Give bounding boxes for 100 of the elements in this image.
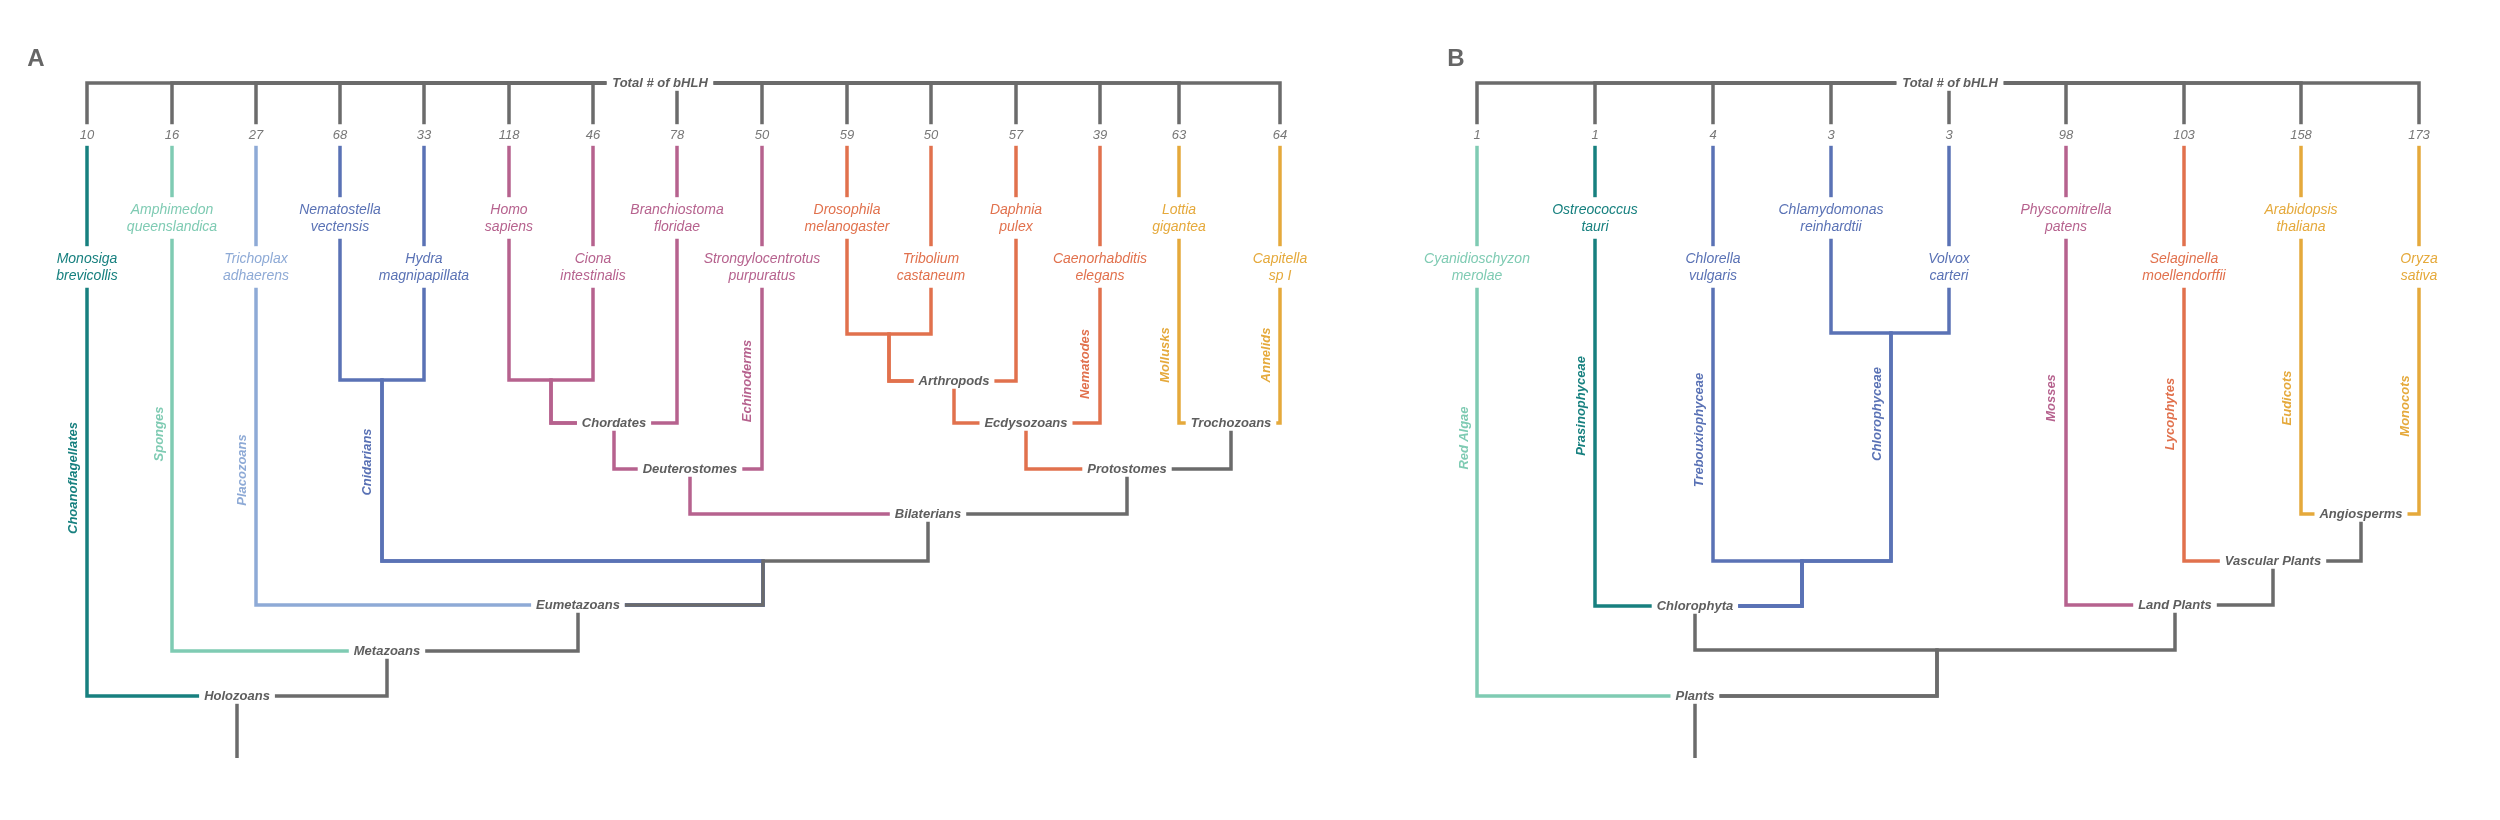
branch-line (1711, 145, 1715, 247)
clade-label: Land Plants (2133, 597, 2217, 613)
branch-line (1014, 145, 1018, 198)
count-label: 98 (2056, 124, 2076, 146)
species-name: Ostreococcus tauri (1550, 197, 1640, 239)
species-name: Caenorhabditis elegans (1050, 246, 1150, 288)
branch-line (591, 145, 595, 247)
branch-line (170, 238, 349, 653)
clade-name: Choanoflagellates (64, 422, 80, 534)
branch-line (760, 145, 764, 247)
branch-line (651, 238, 679, 425)
branch-line (675, 145, 679, 198)
clade-name: Annelids (1257, 327, 1273, 383)
branch-line (1947, 90, 1951, 125)
count-label: 57 (1006, 124, 1026, 146)
clade-label: Plants (1670, 688, 1720, 704)
species-name: Chlamydomonas reinhardtii (1778, 197, 1884, 239)
species-name: Cyanidioschyzon merolae (1422, 246, 1532, 288)
branch-line (338, 145, 342, 198)
count-label: 118 (496, 124, 522, 146)
count-label: 64 (1270, 124, 1290, 146)
clade-name: Trebouxiophyceae (1690, 372, 1706, 488)
branch-line (929, 145, 933, 247)
branch-line (1177, 145, 1181, 198)
branch-line (2003, 81, 2421, 125)
clade-name: Placozoans (233, 434, 249, 506)
count-label: 1 (1471, 124, 1483, 146)
count-label: 10 (77, 124, 97, 146)
branch-line (1829, 145, 1833, 198)
clade-name: Sponges (150, 406, 166, 462)
clade-label: Deuterostomes (637, 461, 743, 477)
count-label: 4 (1707, 124, 1719, 146)
clade-name: Cnidarians (358, 428, 374, 496)
clade-name: Red Algae (1455, 406, 1471, 470)
count-label: 46 (583, 124, 603, 146)
branch-line (1593, 238, 1652, 608)
branch-line (845, 145, 849, 198)
clade-label: Eumetazoans (531, 597, 625, 613)
branch-line (507, 145, 511, 198)
branch-line (1947, 145, 1951, 247)
count-label: 158 (2288, 124, 2314, 146)
count-label: 1 (1589, 124, 1601, 146)
branch-line (952, 388, 980, 425)
count-label: 59 (837, 124, 857, 146)
branch-line (425, 612, 580, 653)
branch-line (1829, 81, 1897, 125)
species-name: Tribolium castaneum (891, 246, 971, 288)
species-name: Arabidopsis thaliana (2261, 197, 2341, 239)
species-name: Strongylocentrotus purpuratus (697, 246, 827, 288)
species-name: Capitella sp I (1248, 246, 1312, 288)
clade-label: Vascular Plants (2219, 553, 2327, 569)
clade-name: Nematodes (1076, 328, 1092, 400)
branch-line (2417, 145, 2421, 247)
branch-line (1098, 145, 1102, 247)
species-name: Hydra magnipapillata (374, 246, 474, 288)
count-label: 3 (1825, 124, 1837, 146)
branch-line (2299, 145, 2303, 198)
species-name: Homo sapiens (479, 197, 539, 239)
species-name: Nematostella vectensis (294, 197, 386, 239)
branch-line (2326, 521, 2363, 563)
branch-line (170, 145, 174, 198)
count-label: 3 (1943, 124, 1955, 146)
count-label: 103 (2171, 124, 2197, 146)
species-name: Amphimedon queenslandica (122, 197, 222, 239)
branch-line (1719, 612, 2177, 698)
count-label: 39 (1090, 124, 1110, 146)
branch-line (2064, 238, 2134, 607)
clade-name: Lycophytes (2161, 377, 2177, 451)
species-name: Trichoplax adhaerens (216, 246, 296, 288)
count-label: 68 (330, 124, 350, 146)
species-name: Volvox carteri (1921, 246, 1977, 288)
branch-line (274, 658, 389, 698)
branch-line (2299, 238, 2315, 516)
branch-line (688, 476, 890, 516)
branch-line (1475, 287, 1671, 698)
species-name: Ciona intestinalis (553, 246, 633, 288)
clade-name: Chlorophyceae (1868, 367, 1884, 461)
count-label: 78 (667, 124, 687, 146)
clade-label: Chordates (576, 415, 652, 431)
branch-line (1593, 145, 1597, 198)
branch-line (1276, 287, 1282, 425)
clade-name: Eudicots (2278, 370, 2294, 426)
species-name: Lottia gigantea (1148, 197, 1210, 239)
clade-name: Mosses (2042, 374, 2058, 422)
branch-line (85, 145, 89, 247)
species-name: Daphnia pulex (986, 197, 1046, 239)
branch-line (612, 430, 638, 471)
clade-label: Metazoans (348, 643, 426, 659)
clade-label: Trochozoans (1185, 415, 1277, 431)
branch-line (966, 476, 1129, 516)
clade-name: Echinoderms (738, 339, 754, 423)
branch-line (713, 81, 1282, 125)
branch-line (254, 145, 258, 247)
branch-line (1693, 703, 1697, 758)
branch-line (2182, 145, 2186, 247)
branch-line (994, 238, 1018, 383)
clade-label: Holozoans (199, 688, 275, 704)
species-name: Monosiga brevicollis (47, 246, 127, 288)
clade-label: Arthropods (913, 373, 995, 389)
panel-label: B (1447, 44, 1465, 72)
